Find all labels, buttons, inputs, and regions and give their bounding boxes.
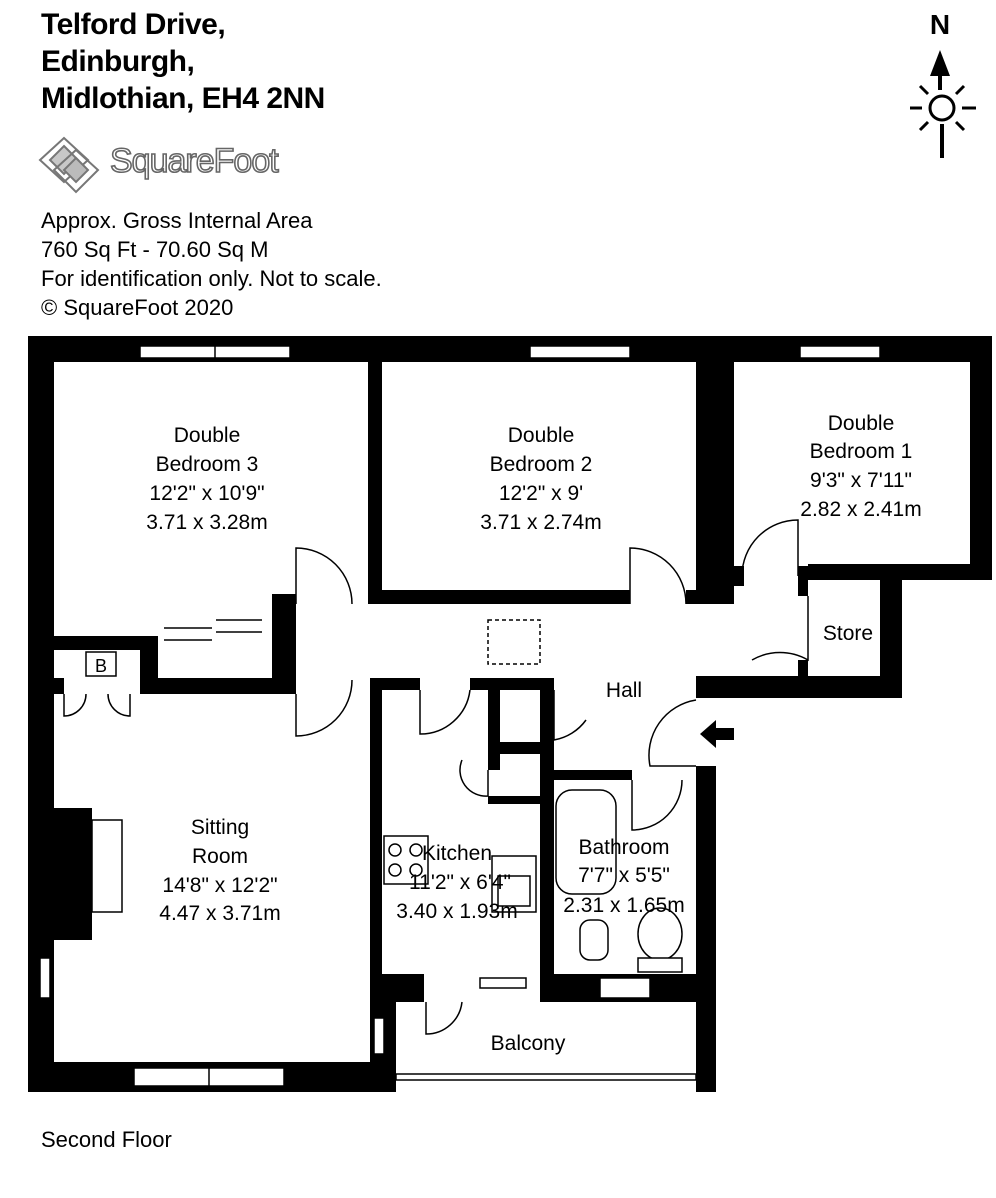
area-info: Approx. Gross Internal Area 760 Sq Ft - … — [41, 206, 382, 322]
bedroom1-name2: Bedroom 1 — [810, 440, 913, 463]
kitchen-imperial: 11'2" x 6'4" — [409, 871, 511, 894]
area-title: Approx. Gross Internal Area — [41, 208, 313, 233]
hob — [383, 835, 429, 885]
squarefoot-logo-text: SquareFoot — [110, 142, 279, 180]
balcony-name: Balcony — [491, 1032, 566, 1055]
hatch — [487, 619, 541, 665]
squarefoot-logo: SquareFoot — [38, 136, 281, 194]
bedroom2-name1: Double — [508, 424, 575, 447]
hall-name: Hall — [606, 679, 642, 702]
disclaimer: For identification only. Not to scale. — [41, 266, 382, 291]
bath — [555, 789, 617, 895]
floor-label: Second Floor — [41, 1127, 172, 1152]
address-line-1: Telford Drive, — [41, 8, 226, 41]
bedroom1-metric: 2.82 x 2.41m — [800, 498, 921, 521]
fireplace-hearth — [91, 819, 123, 913]
sitting-name1: Sitting — [191, 816, 249, 839]
bathroom-name: Bathroom — [578, 836, 669, 859]
kitchen-metric: 3.40 x 1.93m — [396, 900, 517, 923]
copyright: © SquareFoot 2020 — [41, 295, 234, 320]
fixtures — [85, 619, 683, 973]
windows — [39, 345, 881, 1087]
bedroom2-imperial: 12'2" x 9' — [499, 482, 583, 505]
sitting-imperial: 14'8" x 12'2" — [162, 874, 277, 897]
bathroom-metric: 2.31 x 1.65m — [563, 894, 684, 917]
property-address: Telford Drive, Edinburgh, Midlothian, EH… — [41, 6, 325, 117]
sun-icon — [910, 84, 976, 158]
room-labels: Double Bedroom 3 12'2" x 10'9" 3.71 x 3.… — [95, 412, 922, 1055]
bedroom3-name1: Double — [174, 424, 241, 447]
north-label: N — [930, 9, 950, 40]
boiler-label: B — [95, 656, 107, 676]
doors — [63, 519, 809, 1035]
wash-basin — [579, 919, 609, 961]
bedroom1-imperial: 9'3" x 7'11" — [810, 469, 912, 492]
bedroom3-name2: Bedroom 3 — [156, 453, 259, 476]
address-line-3: Midlothian, EH4 2NN — [41, 82, 325, 115]
entrance-arrow-icon — [700, 720, 734, 748]
store-name: Store — [823, 622, 873, 645]
kitchen-name: Kitchen — [422, 842, 492, 865]
bedroom3-metric: 3.71 x 3.28m — [146, 511, 267, 534]
sitting-metric: 4.47 x 3.71m — [159, 902, 280, 925]
bedroom2-metric: 3.71 x 2.74m — [480, 511, 601, 534]
address-line-2: Edinburgh, — [41, 45, 195, 78]
bedroom1-name1: Double — [828, 412, 895, 435]
sitting-name2: Room — [192, 845, 248, 868]
area-value: 760 Sq Ft - 70.60 Sq M — [41, 237, 269, 262]
bedroom3-imperial: 12'2" x 10'9" — [149, 482, 264, 505]
boiler-box — [85, 651, 117, 677]
bedroom2-name2: Bedroom 2 — [490, 453, 593, 476]
compass: N — [910, 9, 976, 158]
bathroom-imperial: 7'7" x 5'5" — [578, 864, 670, 887]
north-arrow-icon — [930, 50, 950, 90]
squarefoot-logo-icon — [38, 136, 100, 194]
